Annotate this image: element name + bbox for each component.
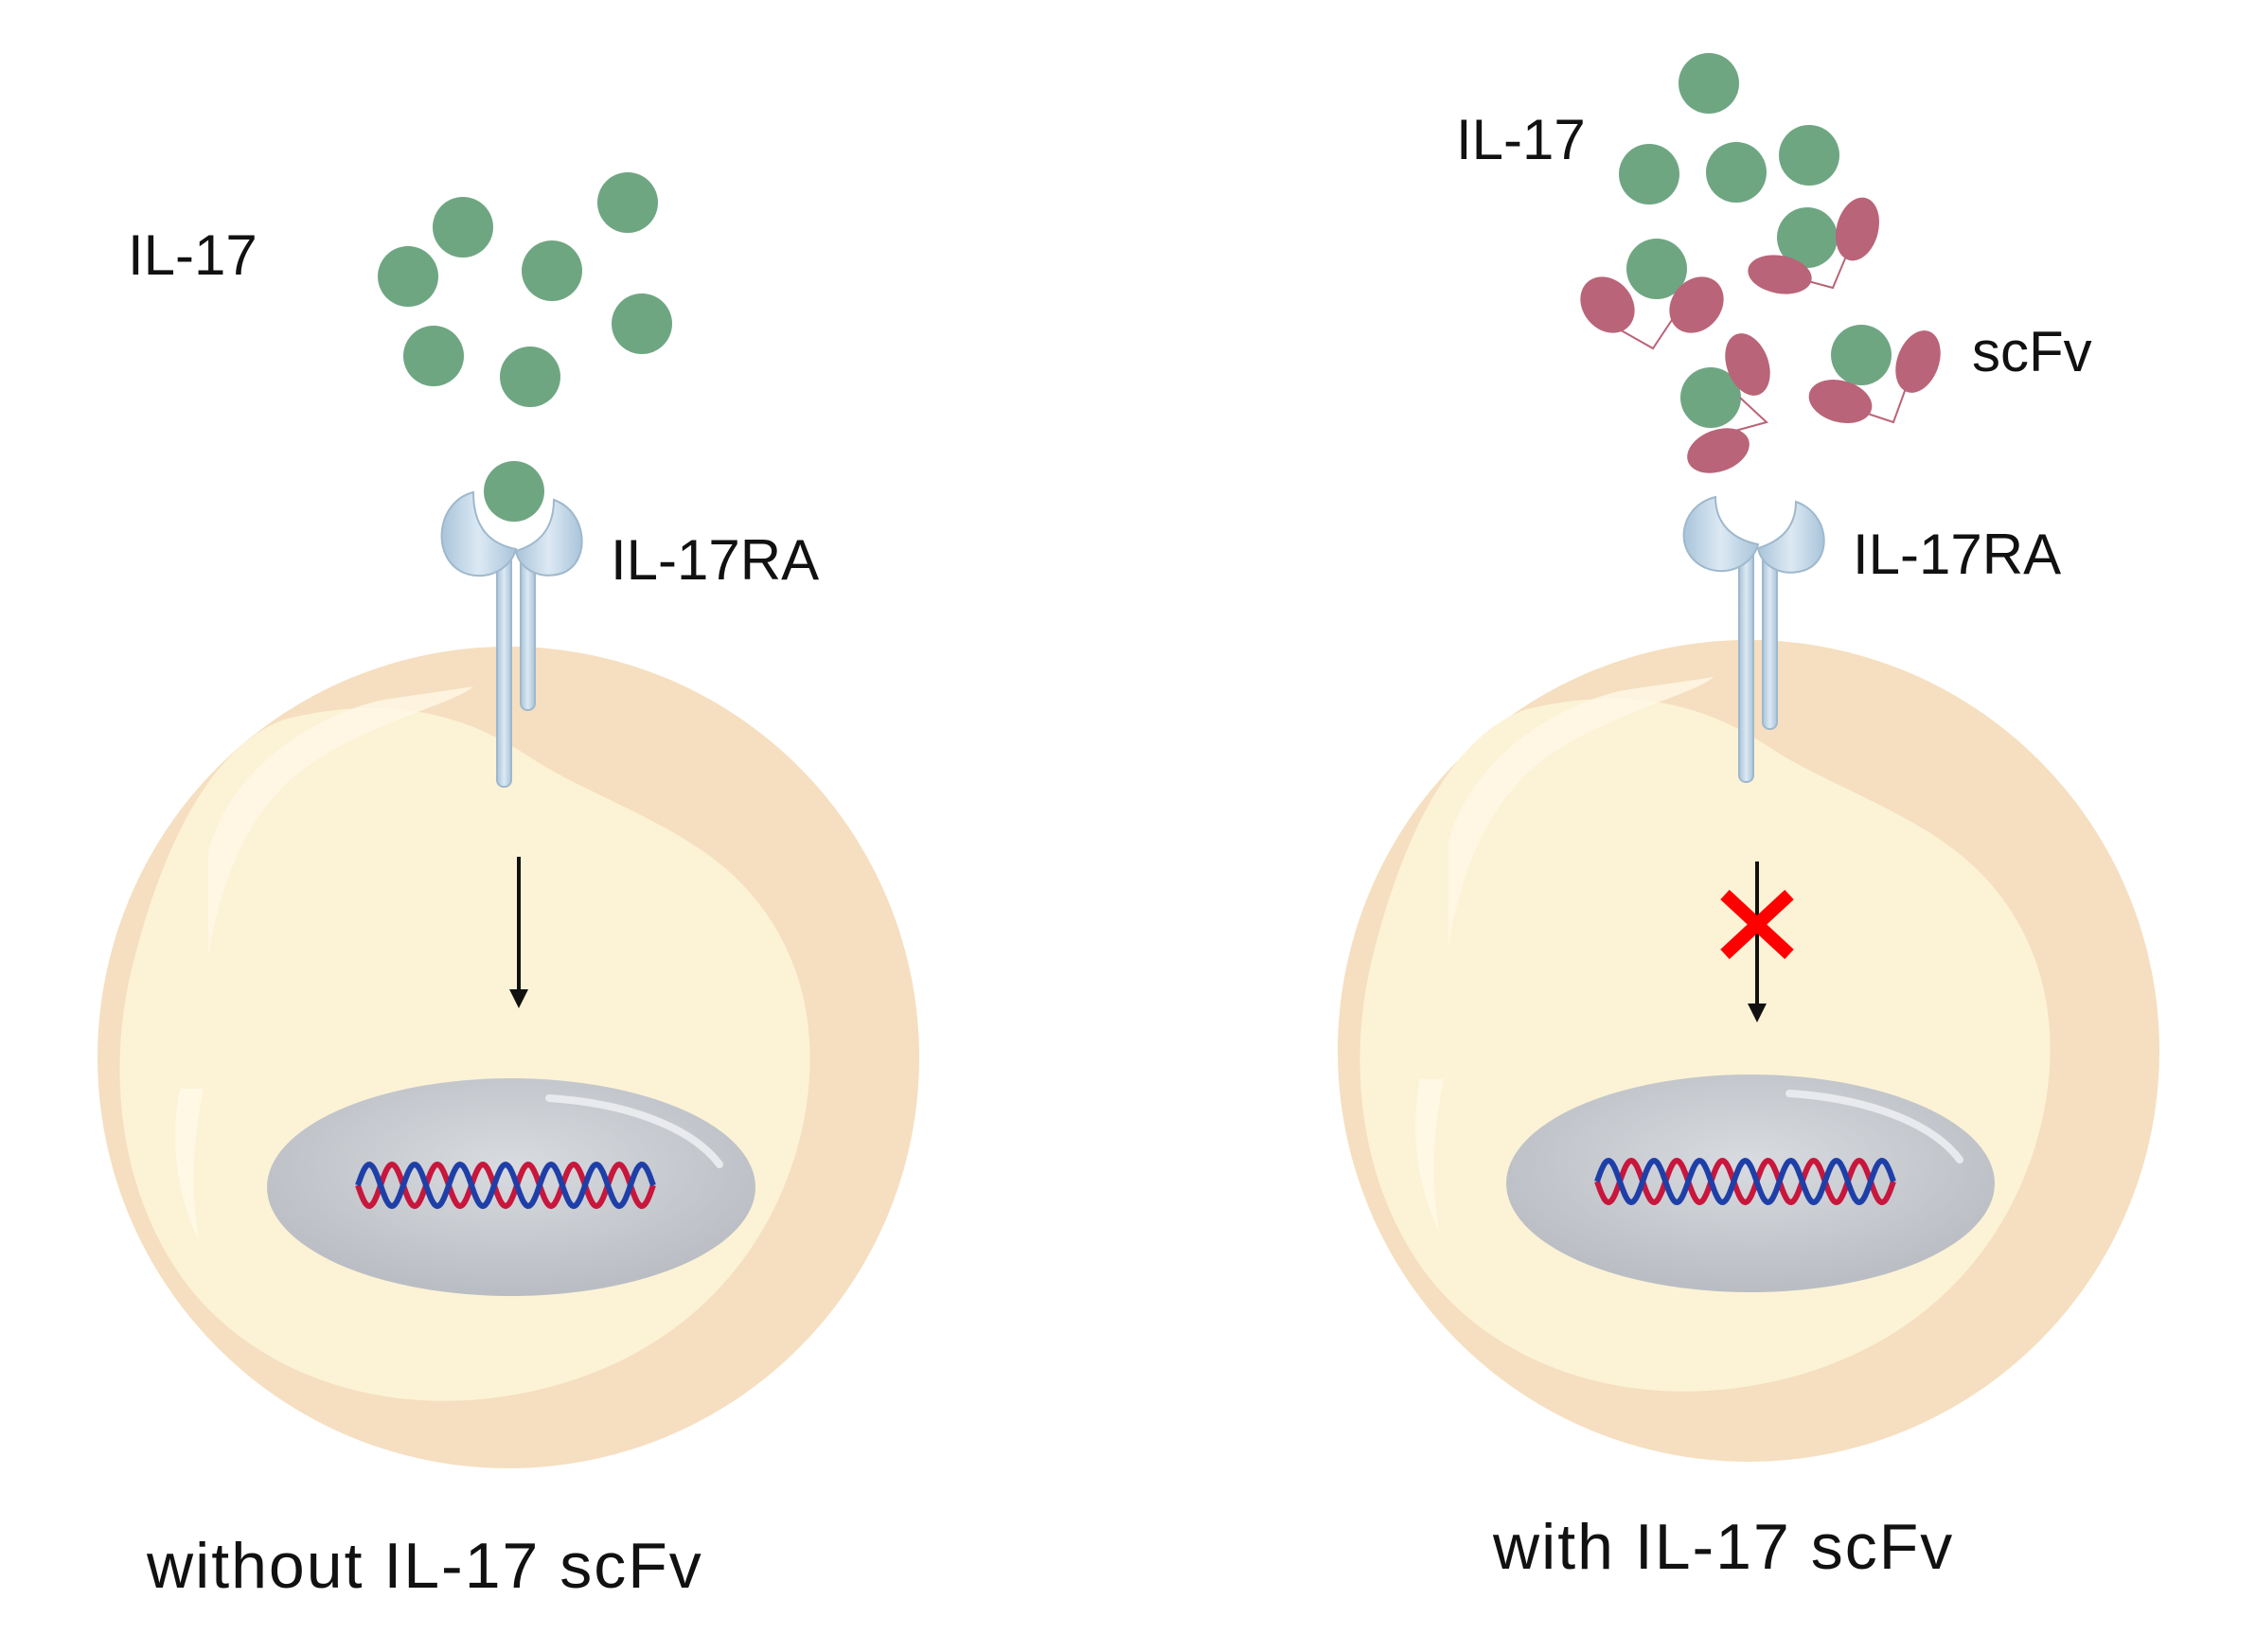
scfv-domain [1669, 276, 1724, 333]
il17ra-receptor-left [440, 490, 583, 788]
panel-right: IL-17 scFv IL-17RA with IL-17 scFv [1338, 53, 2159, 1583]
cell-right [1338, 640, 2159, 1462]
cell-highlight-2 [1415, 1079, 1444, 1231]
scfv-complex [1748, 197, 1880, 294]
nucleus [267, 1078, 755, 1296]
il17-cluster-left [378, 172, 672, 522]
il17-molecule [1626, 239, 1687, 299]
nucleus-highlight [1785, 1090, 1963, 1164]
il17-molecule-bound [484, 461, 544, 522]
scfv-complex [1680, 333, 1770, 473]
il17-molecule [1831, 325, 1892, 385]
scfv-complex [1580, 239, 1724, 350]
il17-molecule [1619, 144, 1679, 204]
il17-molecule [378, 246, 438, 307]
cell-highlight [208, 686, 473, 956]
scfv-domain [1895, 330, 1941, 393]
cell-highlight-2 [175, 1089, 204, 1240]
scfv-domain [1725, 333, 1770, 396]
il17-molecule [500, 346, 560, 407]
il17-molecule [612, 293, 672, 354]
scfv-domain [1808, 379, 1873, 424]
il17-molecule [1706, 142, 1767, 203]
il17-molecule [597, 172, 658, 233]
il17-molecule [433, 197, 493, 258]
nucleus-right [1506, 1075, 1995, 1292]
il17-molecule [522, 240, 582, 301]
scfv-complex [1808, 325, 1941, 424]
scfv-domain [1835, 197, 1880, 261]
nucleus-left [267, 1078, 755, 1296]
il17-cluster-right [1619, 53, 1839, 204]
il17-molecule [1680, 367, 1741, 428]
il17ra-receptor-right [1682, 495, 1825, 783]
il17-molecule [1679, 53, 1739, 114]
dna-strand-blue [355, 1161, 656, 1210]
scfv-domain [1580, 276, 1635, 333]
il17ra-label: IL-17RA [1853, 523, 2061, 586]
nucleus [1506, 1075, 1995, 1292]
nucleus-highlight [545, 1094, 723, 1168]
scfv-complexes [1580, 197, 1941, 473]
dna-strand-blue [1594, 1157, 1896, 1206]
il17-molecule [1779, 125, 1839, 186]
caption-without-scfv: without IL-17 scFv [146, 1530, 703, 1602]
il17-label: IL-17 [1456, 108, 1586, 171]
scfv-domain [1748, 255, 1812, 294]
il17-molecule [1777, 207, 1838, 268]
scfv-domain [1687, 428, 1750, 473]
scfv-label: scFv [1972, 320, 2092, 383]
panel-left: IL-17 IL-17RA without IL-17 scFv [98, 172, 919, 1602]
il17-molecule [403, 326, 464, 386]
dna-strand-red [355, 1161, 656, 1210]
red-x-icon [1720, 889, 1794, 960]
cell-highlight [1448, 677, 1714, 947]
caption-with-scfv: with IL-17 scFv [1492, 1511, 1954, 1583]
il17-label: IL-17 [128, 223, 258, 287]
dna-strand-red [1594, 1157, 1896, 1206]
il17ra-label: IL-17RA [611, 528, 819, 592]
